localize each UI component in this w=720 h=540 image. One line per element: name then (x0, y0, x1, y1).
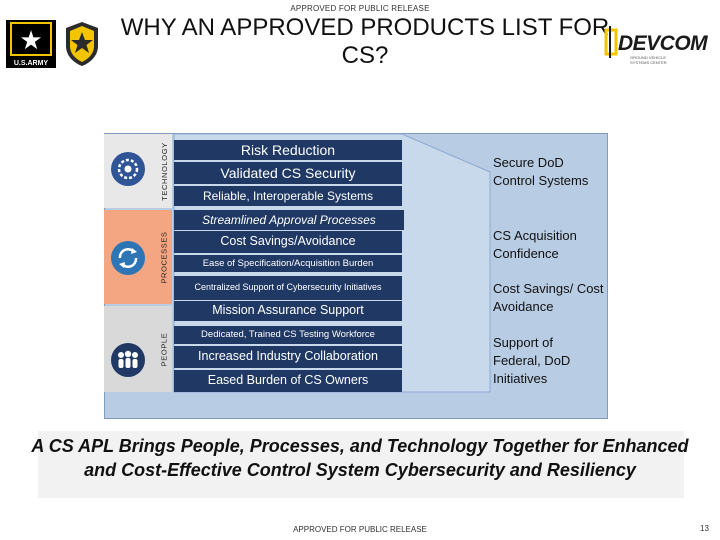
band-eased-burden: Eased Burden of CS Owners (174, 370, 402, 392)
outcome-federal-support: Support of Federal, DoD Initiatives (493, 335, 571, 386)
page-number: 13 (700, 524, 709, 533)
devcom-logo: DEVCOM GROUND VEHICLE SYSTEMS CENTER (604, 24, 708, 65)
processes-cycle-icon (111, 241, 145, 275)
band-risk-reduction: Risk Reduction (174, 140, 402, 160)
people-label: PEOPLE (159, 332, 169, 366)
army-logo-text: U.S.ARMY (13, 60, 49, 67)
band-cost-savings: Cost Savings/Avoidance (174, 231, 402, 253)
technology-section: TECHNOLOGY (104, 134, 172, 208)
band-validated-cs-security: Validated CS Security (174, 162, 402, 184)
technology-gear-icon (111, 152, 145, 186)
shield-logo-icon (66, 22, 98, 66)
devcom-logo-text: DEVCOM (618, 32, 708, 55)
processes-label: PROCESSES (159, 230, 169, 284)
army-star-box: ★ (10, 22, 52, 56)
people-section: PEOPLE (104, 306, 172, 392)
band-mission-assurance: Mission Assurance Support (174, 301, 402, 321)
outcome-secure-systems: Secure DoD Control Systems (493, 155, 589, 188)
release-marking-top: APPROVED FOR PUBLIC RELEASE (290, 4, 430, 13)
people-group-icon (111, 343, 145, 377)
us-army-logo: ★ U.S.ARMY (6, 20, 56, 68)
summary-banner-bg (38, 431, 684, 498)
devcom-emblem-icon (604, 26, 618, 58)
technology-label: TECHNOLOGY (159, 141, 169, 201)
page-title: WHY AN APPROVED PRODUCTS LIST FOR CS? (120, 14, 610, 69)
band-trained-workforce: Dedicated, Trained CS Testing Workforce (174, 326, 402, 344)
processes-section: PROCESSES (104, 210, 172, 304)
star-icon: ★ (19, 25, 43, 55)
release-marking-bottom: APPROVED FOR PUBLIC RELEASE (293, 525, 427, 534)
band-ease-of-specification: Ease of Specification/Acquisition Burden (174, 255, 402, 272)
outcome-acquisition-confidence: CS Acquisition Confidence (493, 228, 577, 261)
devcom-logo-subtext: GROUND VEHICLE SYSTEMS CENTER (630, 55, 667, 65)
band-industry-collaboration: Increased Industry Collaboration (174, 346, 402, 368)
band-streamlined-approval: Streamlined Approval Processes (174, 210, 404, 230)
outcome-cost-savings: Cost Savings/ Cost Avoidance (493, 281, 604, 314)
band-reliable-systems: Reliable, Interoperable Systems (174, 186, 402, 206)
band-centralized-support: Centralized Support of Cybersecurity Ini… (174, 276, 402, 300)
summary-banner-text: A CS APL Brings People, Processes, and T… (31, 436, 689, 480)
